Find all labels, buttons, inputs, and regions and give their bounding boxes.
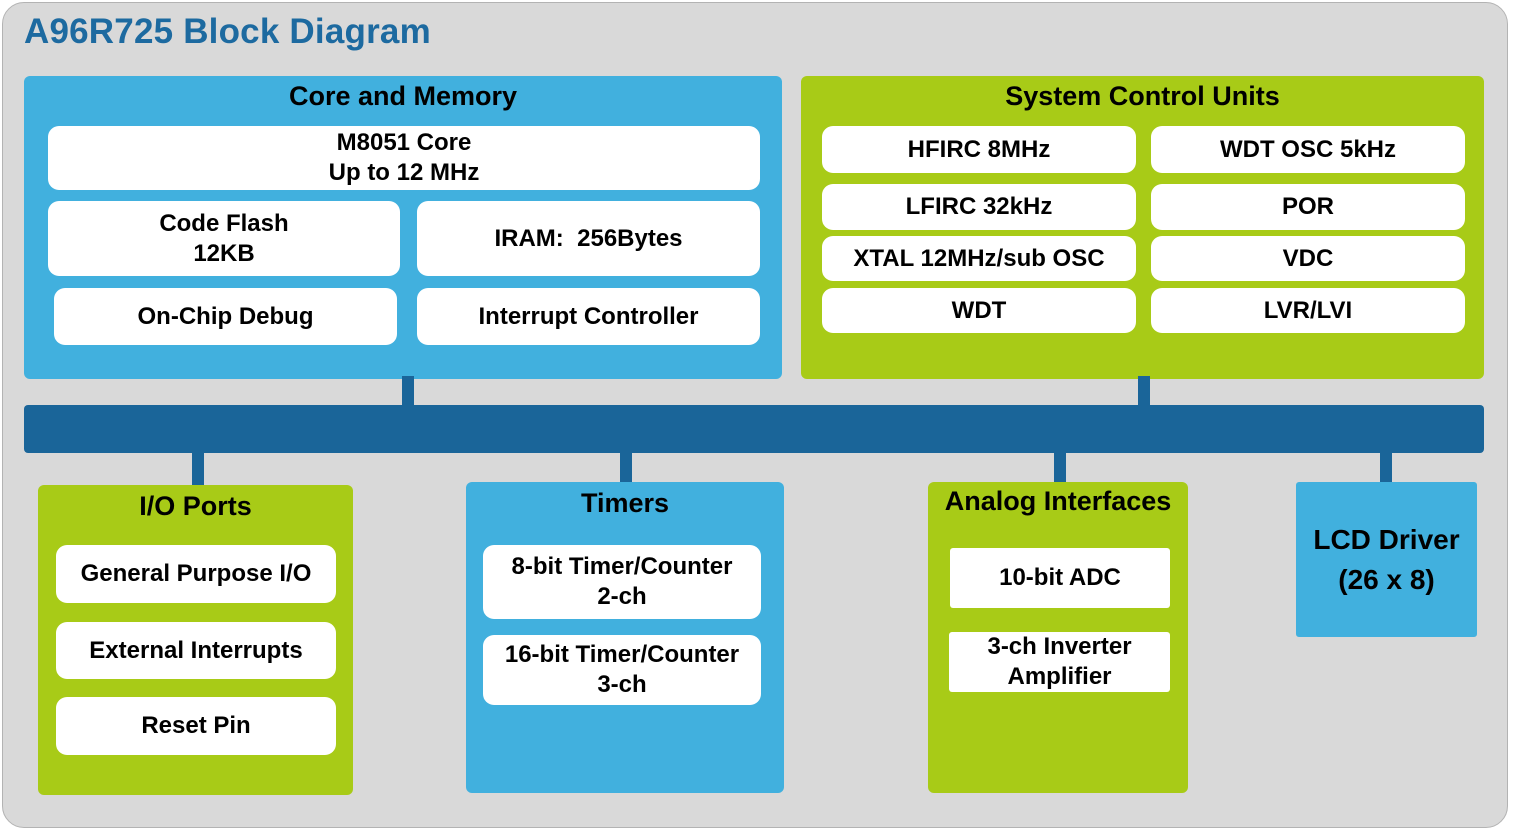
inverter-amplifier-box: 3-ch Inverter Amplifier — [949, 632, 1170, 692]
core-line1: M8051 Core — [336, 129, 472, 156]
scu-item-label: LVR/LVI — [1263, 296, 1353, 324]
core-bus-connector — [402, 376, 414, 406]
scu-item: VDC — [1151, 236, 1465, 281]
amp-line1: 3-ch Inverter — [987, 633, 1132, 660]
timer-line1: 16-bit Timer/Counter — [504, 641, 740, 668]
system-control-title: System Control Units — [1005, 81, 1280, 111]
analog-bus-connector — [1054, 452, 1066, 485]
timer-item: 8-bit Timer/Counter 2-ch — [483, 545, 761, 619]
iram-box: IRAM: 256Bytes — [417, 201, 760, 276]
amp-line2: Amplifier — [1007, 663, 1112, 690]
io-ports-block: I/O Ports General Purpose I/O External I… — [38, 485, 353, 795]
analog-title: Analog Interfaces — [944, 486, 1172, 516]
timers-block: Timers 8-bit Timer/Counter 2-ch 16-bit T… — [466, 482, 784, 793]
flash-line1: Code Flash — [159, 209, 289, 237]
adc-box: 10-bit ADC — [950, 548, 1170, 608]
core-line2: Up to 12 MHz — [328, 159, 480, 186]
on-chip-debug-box: On-Chip Debug — [54, 288, 397, 345]
timer-line1: 8-bit Timer/Counter — [511, 553, 733, 580]
scu-item: POR — [1151, 184, 1465, 230]
timers-bus-connector — [620, 452, 632, 483]
io-ports-title: I/O Ports — [139, 491, 252, 521]
scu-item-label: LFIRC 32kHz — [905, 193, 1053, 220]
scu-item: XTAL 12MHz/sub OSC — [822, 236, 1136, 281]
io-bus-connector — [192, 452, 204, 485]
interrupt-label: Interrupt Controller — [478, 302, 699, 330]
io-item-label: Reset Pin — [141, 712, 251, 739]
adc-label: 10-bit ADC — [999, 564, 1121, 591]
scu-item-label: POR — [1281, 193, 1334, 220]
scu-item-label: VDC — [1282, 244, 1334, 272]
io-item: External Interrupts — [56, 622, 336, 679]
core-memory-block: Core and Memory M8051 Core Up to 12 MHz … — [24, 76, 782, 379]
scu-item: LVR/LVI — [1151, 288, 1465, 333]
io-item: General Purpose I/O — [56, 545, 336, 603]
debug-label: On-Chip Debug — [137, 302, 314, 330]
lcd-driver-block: LCD Driver (26 x 8) — [1296, 482, 1477, 637]
scu-item: HFIRC 8MHz — [822, 126, 1136, 173]
timer-line2: 3-ch — [597, 671, 647, 698]
scu-item-label: HFIRC 8MHz — [907, 135, 1051, 163]
lcd-line2: (26 x 8) — [1338, 563, 1435, 595]
timer-item: 16-bit Timer/Counter 3-ch — [483, 635, 761, 705]
lcd-line1: LCD Driver — [1313, 523, 1460, 555]
io-item-label: External Interrupts — [89, 636, 303, 664]
diagram-title: A96R725 Block Diagram — [24, 12, 431, 51]
io-item: Reset Pin — [56, 697, 336, 755]
scu-item: WDT OSC 5kHz — [1151, 126, 1465, 173]
scu-item: LFIRC 32kHz — [822, 184, 1136, 230]
interrupt-controller-box: Interrupt Controller — [417, 288, 760, 345]
flash-line2: 12KB — [193, 239, 255, 267]
scu-item-label: WDT — [951, 296, 1007, 324]
timers-title: Timers — [580, 488, 670, 518]
scu-item-label: WDT OSC 5kHz — [1219, 135, 1396, 163]
system-control-block: System Control Units HFIRC 8MHz WDT OSC … — [801, 76, 1484, 379]
core-memory-title: Core and Memory — [288, 81, 518, 111]
io-item-label: General Purpose I/O — [80, 560, 312, 587]
scu-item: WDT — [822, 288, 1136, 333]
scu-bus-connector — [1138, 376, 1150, 406]
system-bus — [24, 405, 1484, 453]
timer-line2: 2-ch — [597, 583, 647, 610]
analog-interfaces-block: Analog Interfaces 10-bit ADC 3-ch Invert… — [928, 482, 1188, 793]
scu-item-label: XTAL 12MHz/sub OSC — [853, 244, 1105, 272]
iram-label: IRAM: 256Bytes — [494, 224, 683, 252]
lcd-bus-connector — [1380, 452, 1392, 483]
code-flash-box: Code Flash 12KB — [48, 201, 400, 276]
m8051-core-box: M8051 Core Up to 12 MHz — [48, 126, 760, 190]
